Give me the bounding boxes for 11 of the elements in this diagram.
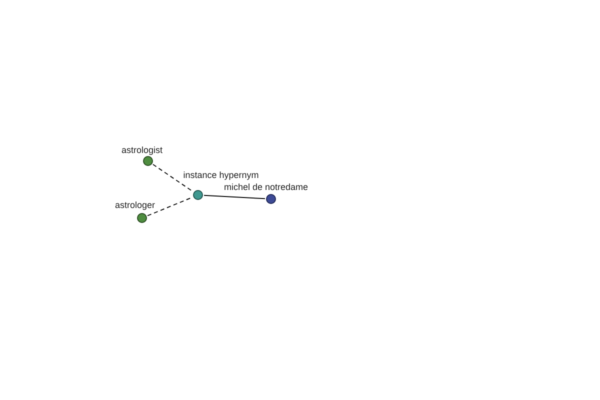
dashed-connector (147, 196, 193, 216)
node-label: michel de notredame (224, 182, 308, 192)
graph-node (137, 213, 147, 223)
graph-node (143, 156, 153, 166)
dashed-connector (152, 164, 194, 192)
graph-node (266, 194, 276, 204)
connector-line (204, 194, 266, 200)
node-label: astrologist (121, 145, 163, 155)
node-label: astrologer (114, 200, 156, 210)
graph-node (193, 190, 203, 200)
node-label: instance hypernym (183, 170, 259, 180)
